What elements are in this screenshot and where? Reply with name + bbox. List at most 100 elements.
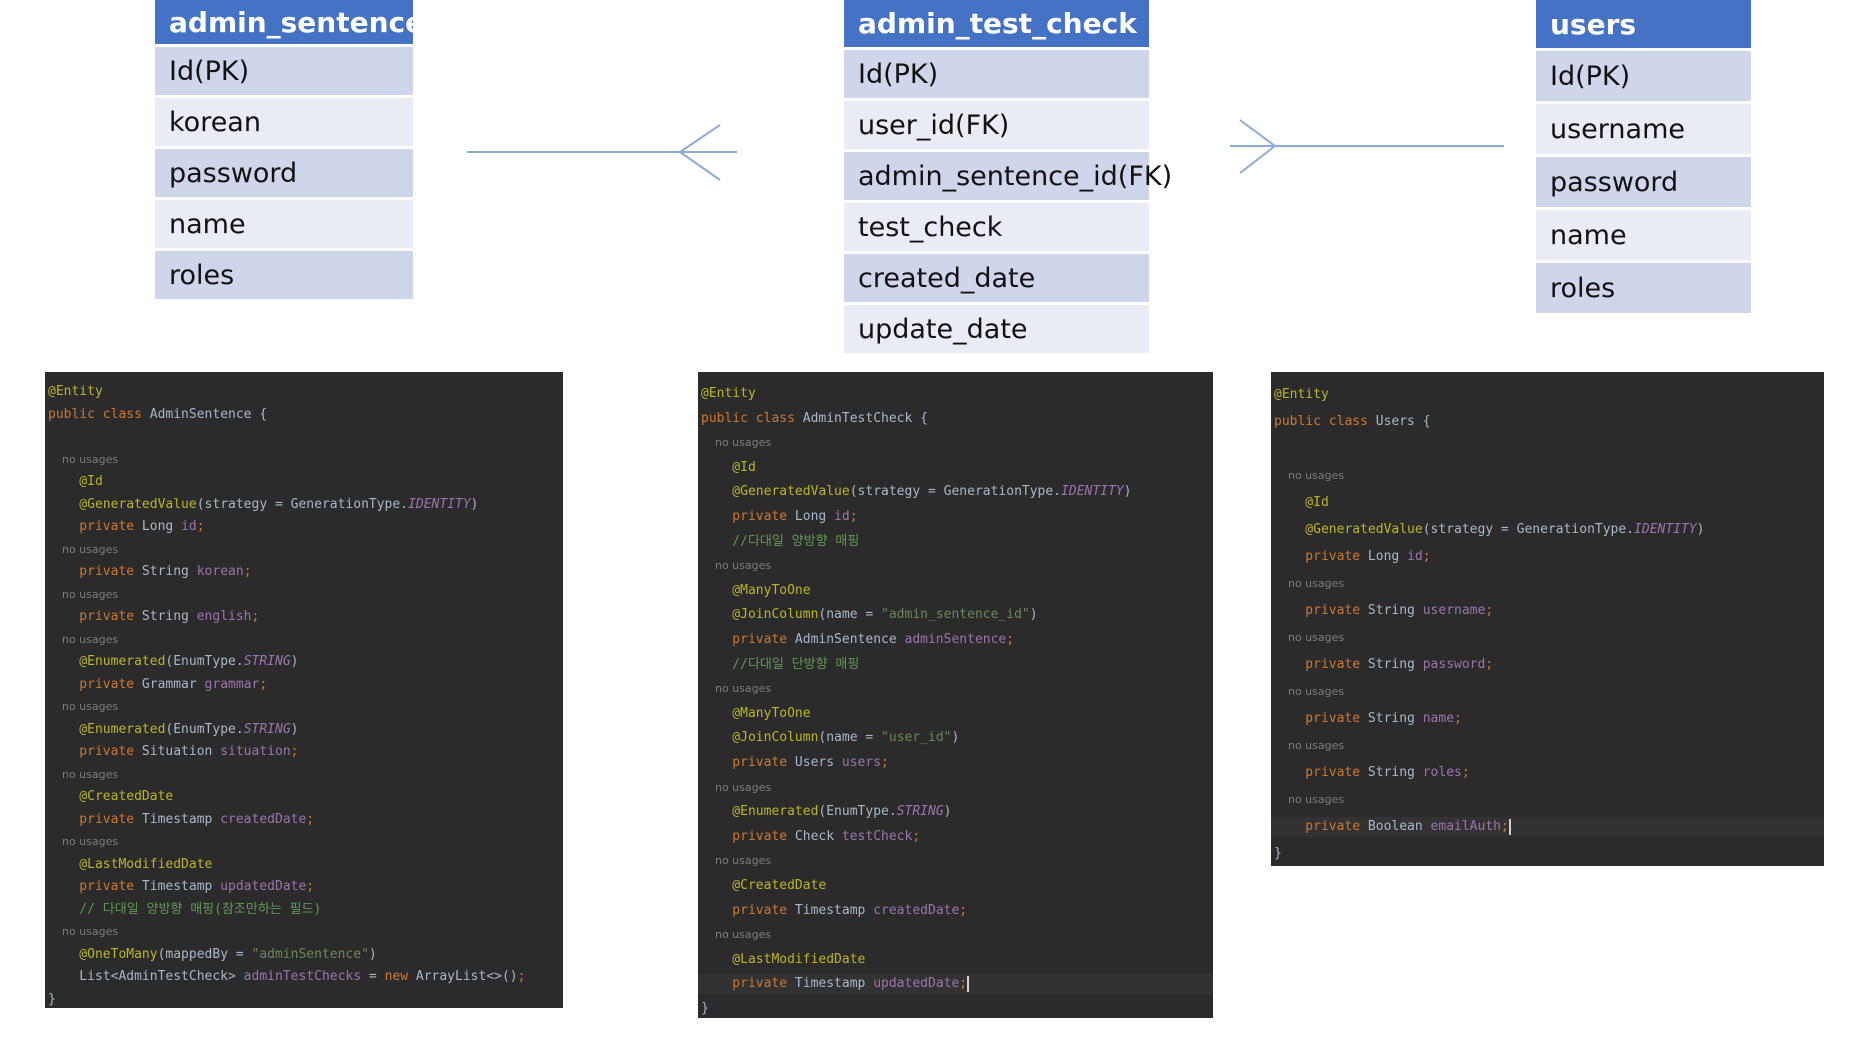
entity-field: name [1536,207,1751,260]
code-line: } [45,990,563,1009]
code-token: updatedDate [873,976,960,992]
code-token: public class [1274,414,1376,429]
code-line: @Enumerated(EnumType.STRING) [45,720,563,740]
code-line: no usages [45,832,563,852]
code-token: ) [1029,607,1038,623]
entity-field: admin_sentence_id(FK) [844,149,1172,200]
code-token: (strategy = GenerationType. [849,484,1062,500]
entity-field: roles [1536,260,1751,313]
code-line: List<AdminTestCheck> adminTestChecks = n… [45,967,563,987]
code-line: no usages [698,851,1213,871]
code-token: ; [959,976,968,992]
code-token: @Entity [48,384,103,399]
entity-field: roles [155,248,413,299]
code-token: private [48,676,142,692]
code-token: @GeneratedValue [701,484,850,500]
code-token: ; [251,609,260,624]
code-token: private [48,744,142,759]
entity-field: created_date [844,251,1149,302]
code-line: @Id [698,458,1213,478]
entity-field: password [155,146,413,197]
code-token: no usages [48,925,119,938]
code-token: adminTestChecks [243,969,362,984]
code-token: @GeneratedValue [48,496,197,512]
code-line: @OneToMany(mappedBy = "adminSentence") [45,945,563,965]
code-token: Grammar [141,676,205,692]
code-token: @Entity [1274,387,1329,402]
code-token: String [1367,657,1423,672]
crows-foot-upper [1239,119,1276,147]
code-line: @ManyToOne [698,704,1213,724]
code-line: @Enumerated(EnumType.STRING) [45,652,563,672]
code-token: users [841,755,882,770]
code-line: @Entity [45,382,563,402]
code-line: @Entity [698,384,1213,404]
code-token: //다대일 양방향 매핑 [701,533,860,549]
code-token: //다대일 단방향 매핑 [701,656,860,672]
code-line: private Grammar grammar; [45,675,563,695]
code-token: private [48,811,142,827]
code-line: private AdminSentence adminSentence; [698,630,1213,650]
code-line [1271,439,1824,459]
code-line: no usages [45,585,563,605]
code-token: public class [48,406,150,422]
code-token: Users [794,755,842,770]
code-token: ) [470,496,479,512]
code-token: String [141,564,197,579]
code-line: // 다대일 양방향 매핑(참조만하는 필드) [45,900,563,920]
code-token: @LastModifiedDate [701,951,866,967]
code-token: (name = [818,607,882,623]
entity-title: admin_test_check [844,0,1149,47]
code-line: private Timestamp updatedDate; [698,974,1213,995]
entity-field: Id(PK) [844,47,1149,98]
code-token: ; [1461,765,1470,780]
code-token: = [361,969,385,984]
code-token: no usages [48,452,119,466]
code-token: Timestamp [794,902,874,918]
code-token: @JoinColumn [701,607,819,623]
code-token: no usages [1274,793,1345,806]
code-token: @Id [48,474,103,489]
code-token: no usages [48,700,119,713]
code-token: Situation [141,744,221,759]
code-token: "adminSentence" [251,946,369,962]
code-line: } [698,999,1213,1018]
code-token: @CreatedDate [48,789,174,804]
code-line: private Check testCheck; [698,827,1213,847]
entity-title: admin_sentence [155,0,424,44]
code-token: IDENTITY [1634,522,1697,537]
code-token: @Enumerated [701,804,819,820]
code-token: ; [517,969,526,984]
code-token: ; [1485,657,1494,672]
code-token: private [1274,603,1368,618]
code-token: AdminSentence [794,632,905,647]
code-token: private [48,519,142,534]
code-token: ; [912,828,921,844]
code-line: no usages [45,922,563,942]
code-line: public class Users { [1271,412,1824,432]
code-token: ) [943,804,952,820]
code-token: no usages [48,542,119,556]
code-token: name [1422,711,1455,726]
code-token: } [48,991,56,1007]
code-token: Timestamp [794,976,874,992]
code-token: @LastModifiedDate [48,856,213,872]
code-token: createdDate [220,811,307,827]
code-token: situation [220,744,291,759]
code-line: private String korean; [45,562,563,582]
code-token: private [701,632,795,647]
code-token: @Id [1274,495,1329,510]
code-line: no usages [1271,574,1824,594]
code-token: english [196,609,252,624]
code-token: no usages [48,632,119,646]
text-caret [967,975,970,992]
code-token: String [141,609,197,624]
code-token: ; [243,564,252,579]
code-line [45,427,563,447]
code-line: private Boolean emailAuth; [1271,817,1824,837]
entity-title: users [1536,0,1751,48]
code-token: private [1274,711,1368,726]
code-token: (name = [818,730,882,746]
